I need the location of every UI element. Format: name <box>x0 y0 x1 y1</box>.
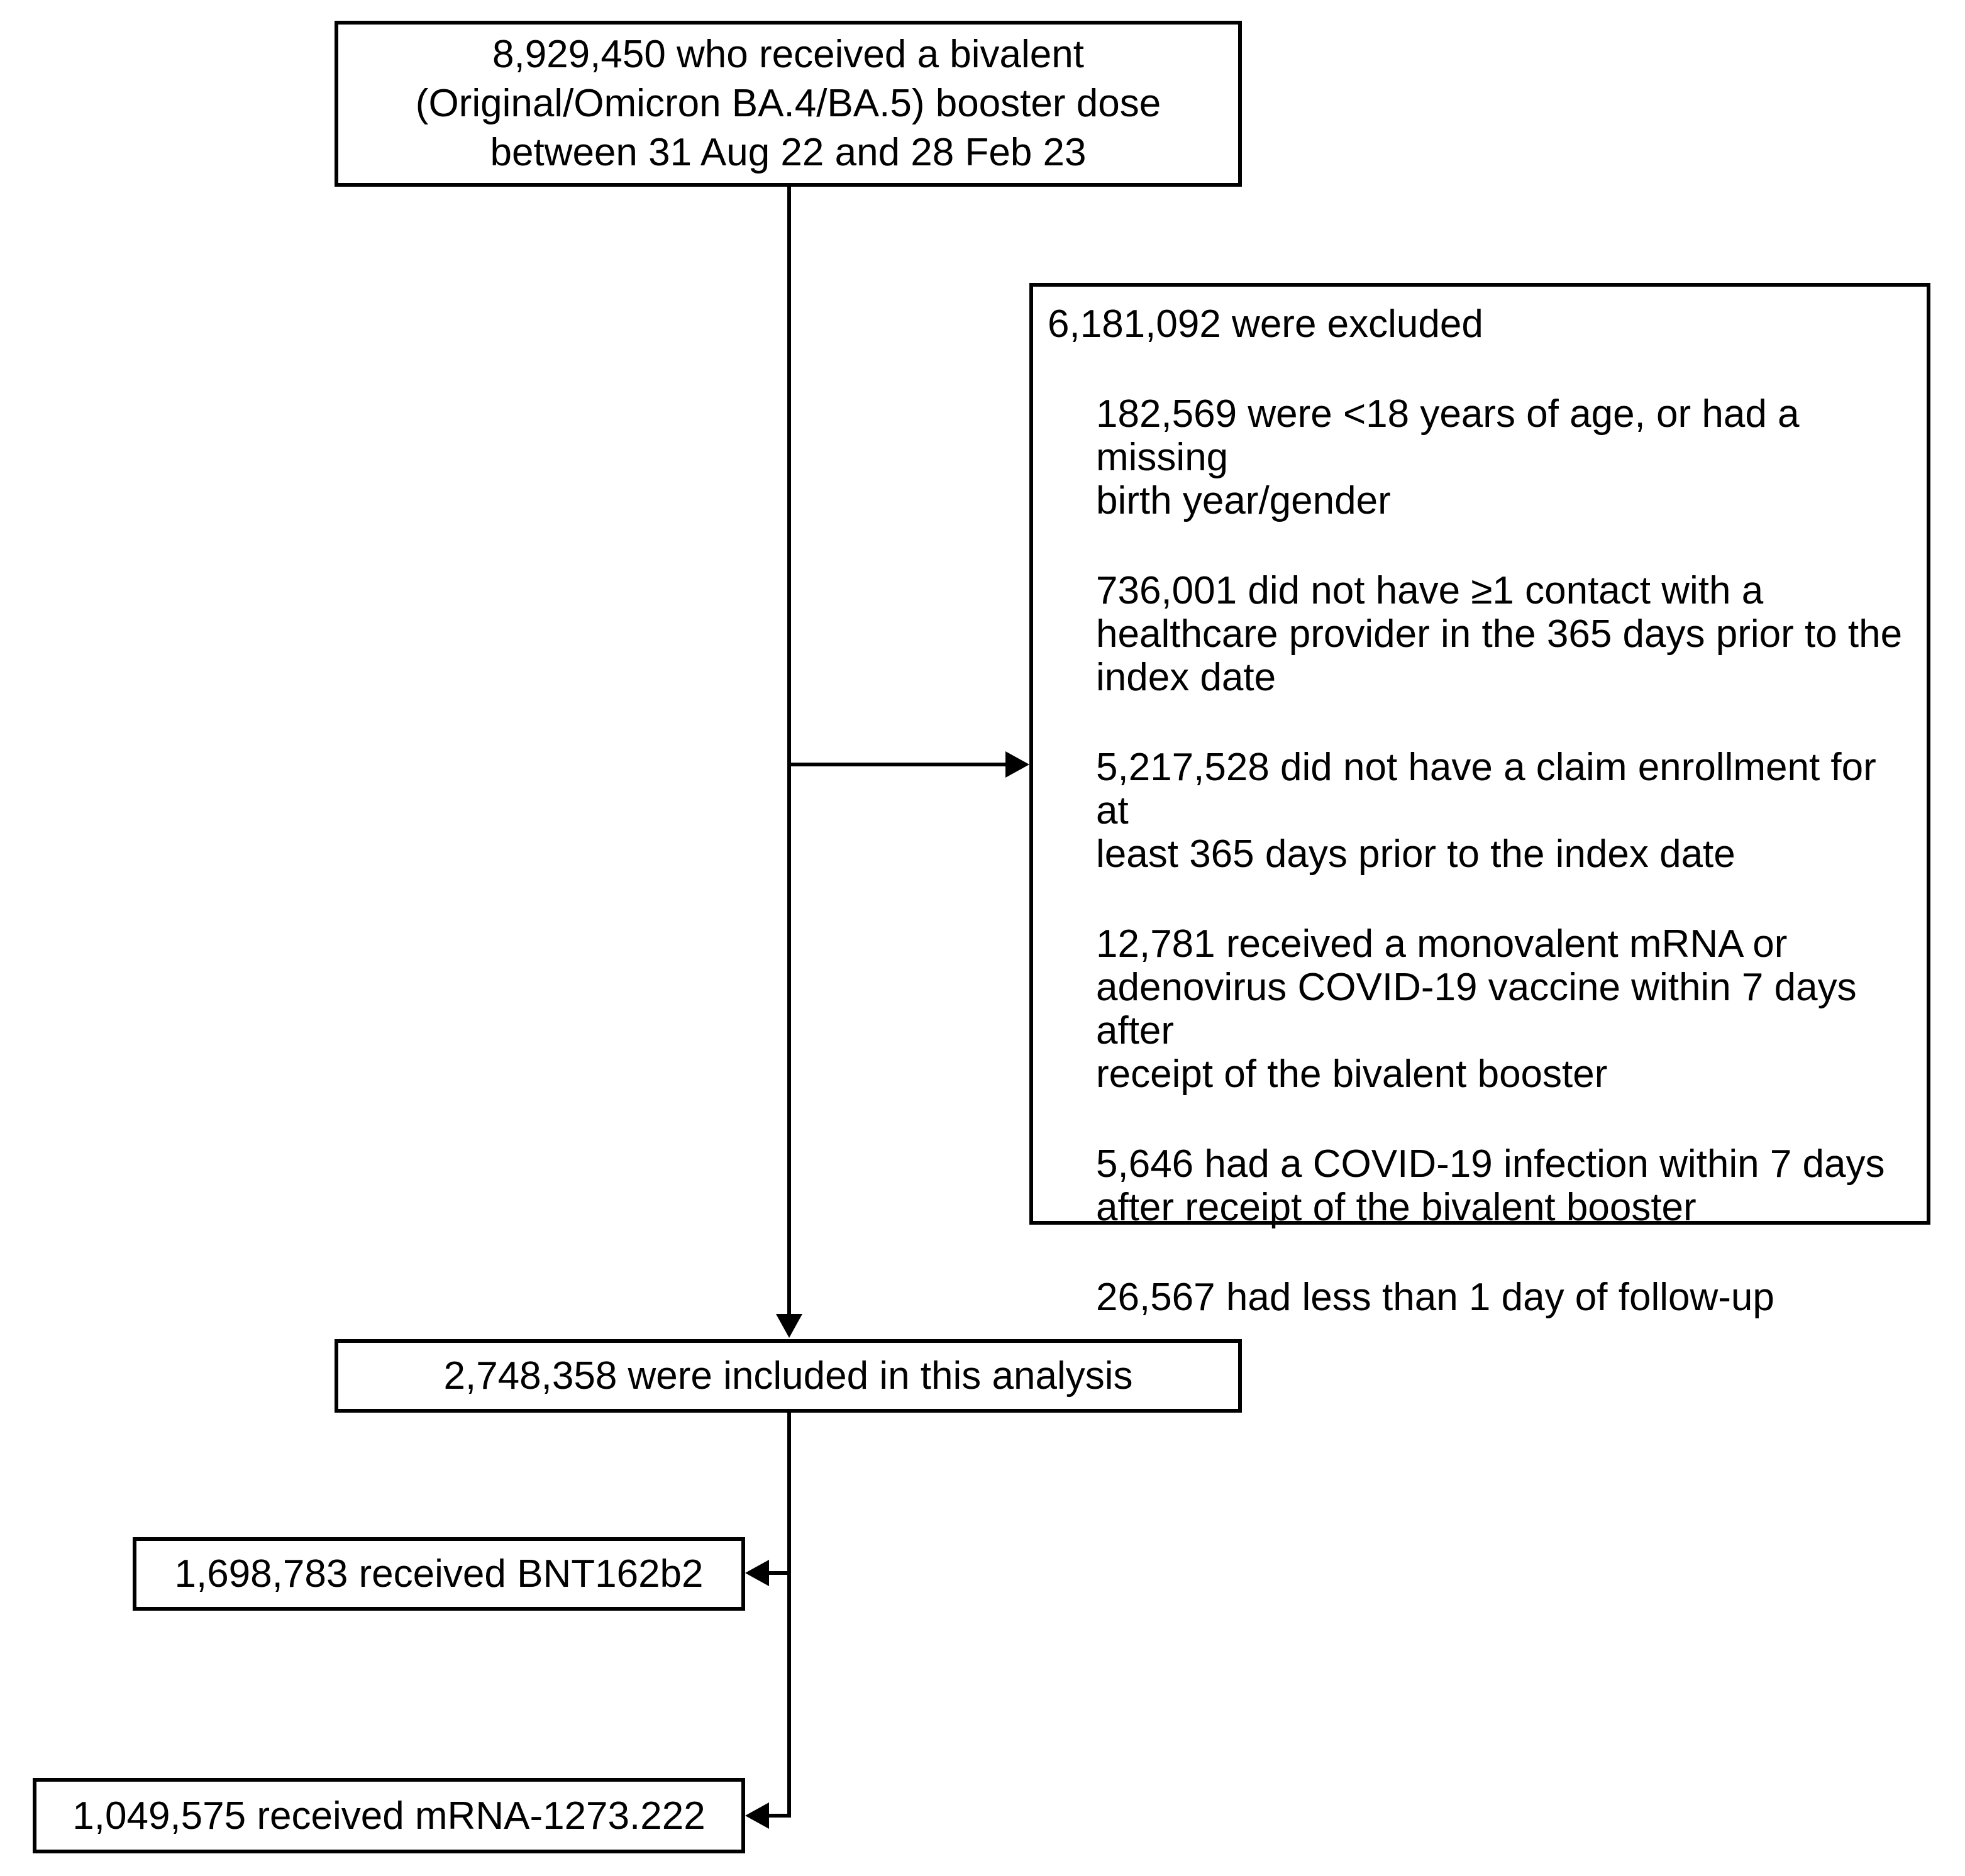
included-box-text: 2,748,358 were included in this analysis <box>443 1354 1133 1398</box>
connector-branch-to-mrna-line <box>767 1814 791 1818</box>
arrowhead-left-into-mrna <box>745 1802 769 1829</box>
excluded-item-age: 182,569 were <18 years of age, or had a … <box>1096 392 1800 522</box>
excluded-header-text: 6,181,092 were excluded <box>1048 302 1483 346</box>
excluded-item-claim-enrollment: 5,217,528 did not have a claim enrollmen… <box>1096 746 1876 876</box>
box-excluded: 6,181,092 were excluded 182,569 were <18… <box>1029 283 1930 1319</box>
box-bivalent-booster-cohort: 8,929,450 who received a bivalent (Origi… <box>335 21 1242 187</box>
arrowhead-left-into-bnt <box>745 1560 769 1586</box>
excluded-item-covid-infection: 5,646 had a COVID-19 infection within 7 … <box>1096 1142 1885 1229</box>
arrowhead-down-into-included <box>776 1314 802 1338</box>
connector-cohort-to-included-line <box>787 187 791 1315</box>
box-mrna-1273: 1,049,575 received mRNA-1273.222 <box>33 1778 745 1853</box>
excluded-item-followup: 26,567 had less than 1 day of follow-up <box>1096 1276 1774 1319</box>
bnt162b2-box-text: 1,698,783 received BNT162b2 <box>174 1552 704 1596</box>
excluded-item-other-vaccine: 12,781 received a monovalent mRNA or ade… <box>1096 922 1857 1096</box>
connector-branch-to-bnt-line <box>767 1571 790 1575</box>
excluded-item-healthcare-contact: 736,001 did not have ≥1 contact with a h… <box>1096 569 1903 699</box>
arrowhead-right-into-excluded <box>1005 751 1029 778</box>
box-bnt162b2: 1,698,783 received BNT162b2 <box>133 1537 745 1611</box>
connector-included-to-subgroups-line <box>787 1413 791 1818</box>
mrna-1273-box-text: 1,049,575 received mRNA-1273.222 <box>72 1794 706 1838</box>
cohort-box-text: 8,929,450 who received a bivalent (Origi… <box>415 33 1161 174</box>
box-included: 2,748,358 were included in this analysis <box>335 1339 1242 1413</box>
connector-branch-to-excluded-line <box>789 763 1008 766</box>
